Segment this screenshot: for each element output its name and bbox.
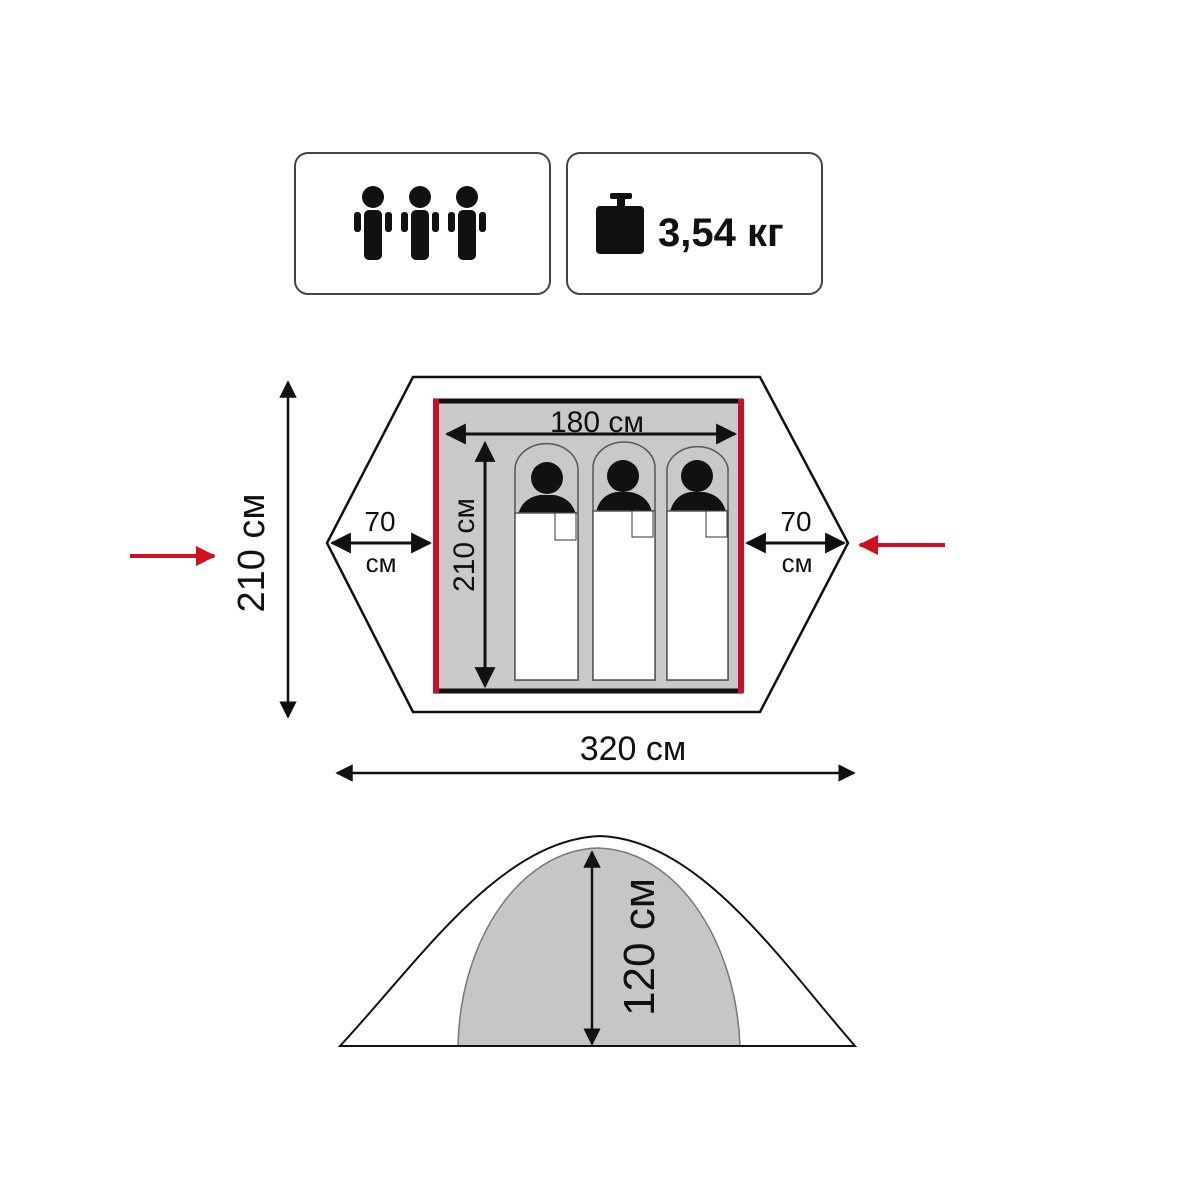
inner-length-label: 210 см xyxy=(448,498,481,592)
vestibule-right-unit: см xyxy=(782,548,813,578)
side-view: 120 см xyxy=(337,834,858,1047)
weight-box: 3,54 кг xyxy=(566,152,823,295)
vestibule-left-unit: см xyxy=(366,548,397,578)
vestibule-right-value: 70 xyxy=(780,506,811,537)
total-length-label: 210 см xyxy=(231,493,273,612)
capacity-box xyxy=(294,152,551,295)
vestibule-left-value: 70 xyxy=(364,506,395,537)
total-width-label: 320 см xyxy=(580,730,687,768)
weight-icon xyxy=(596,193,644,254)
sleeping-place xyxy=(592,441,656,681)
person-icon xyxy=(607,460,639,492)
weight-label: 3,54 кг xyxy=(658,211,784,255)
person-icon xyxy=(681,460,713,492)
sleeping-place xyxy=(666,445,729,681)
person-icon xyxy=(531,462,563,494)
sleeping-place xyxy=(514,442,579,681)
three-persons-icon xyxy=(354,186,486,260)
floor-plan: 180 см 210 см 70 см 70 см 210 см 320 см xyxy=(130,375,945,782)
height-label: 120 см xyxy=(615,878,664,1016)
